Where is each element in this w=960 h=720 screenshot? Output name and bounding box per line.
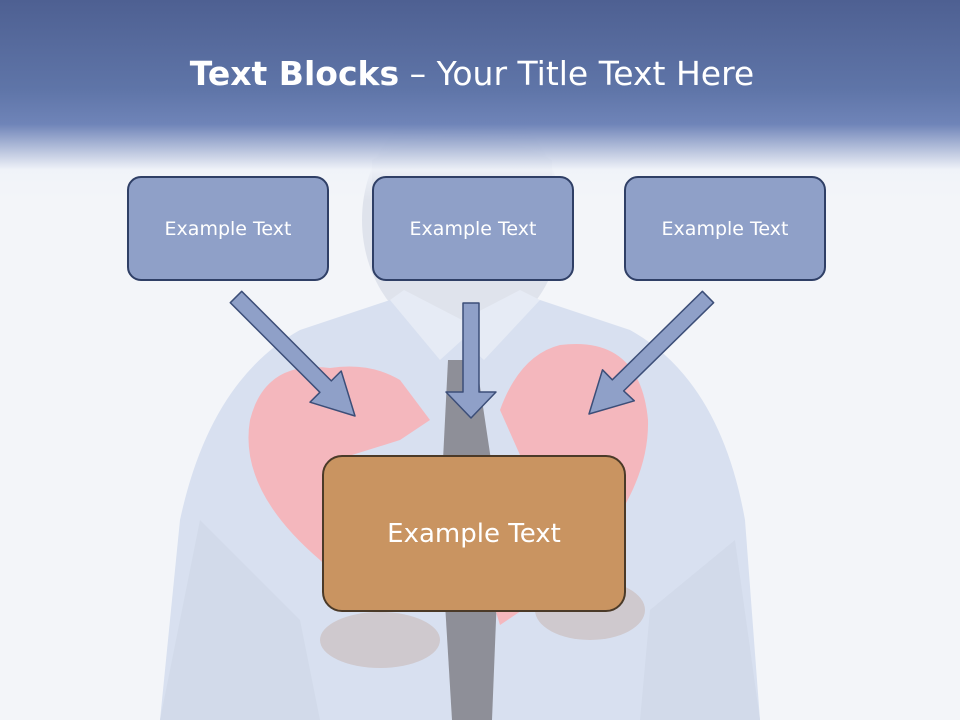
- arrow-right: [588, 290, 715, 415]
- text-box-left-label: Example Text: [164, 217, 292, 240]
- text-box-right[interactable]: Example Text: [624, 176, 826, 281]
- title-dash: –: [399, 54, 437, 93]
- text-box-bottom-label: Example Text: [387, 518, 561, 549]
- text-box-left[interactable]: Example Text: [127, 176, 329, 281]
- title-band: [0, 0, 960, 200]
- text-box-right-label: Example Text: [661, 217, 789, 240]
- slide-title: Text Blocks – Your Title Text Here: [0, 52, 944, 96]
- text-box-center[interactable]: Example Text: [372, 176, 574, 281]
- title-rest: Your Title Text Here: [436, 54, 755, 93]
- text-box-center-label: Example Text: [409, 217, 537, 240]
- arrow-left: [229, 290, 356, 417]
- text-box-bottom[interactable]: Example Text: [322, 455, 626, 612]
- title-bold: Text Blocks: [189, 54, 400, 93]
- arrow-center: [445, 302, 497, 419]
